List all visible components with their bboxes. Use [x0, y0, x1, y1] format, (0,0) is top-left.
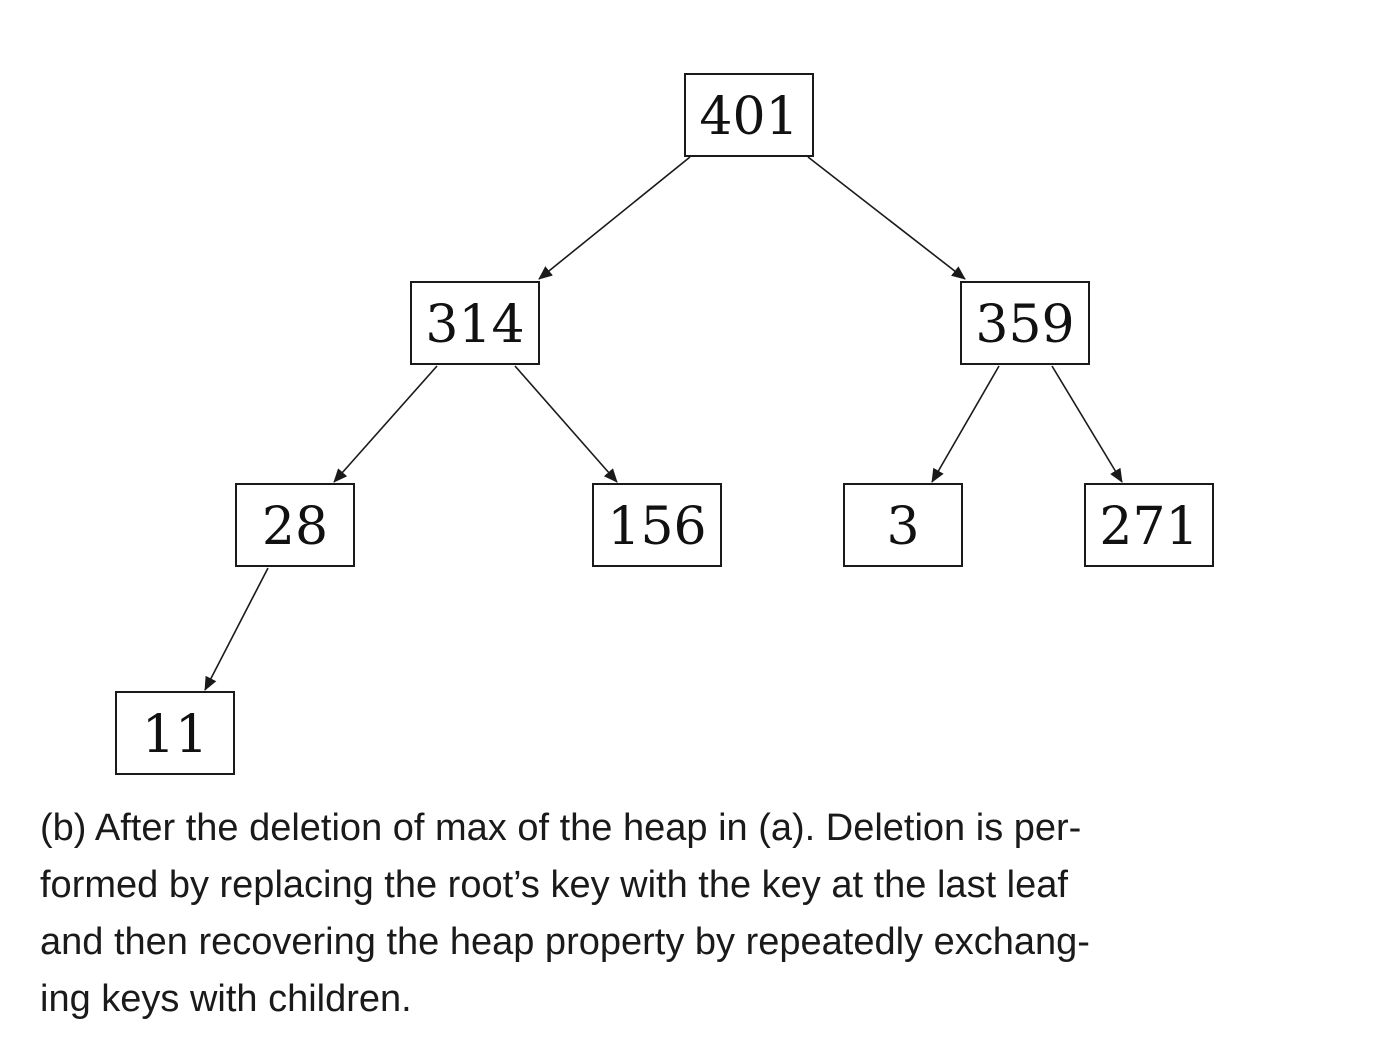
heap-node-401: 401	[684, 73, 814, 157]
heap-node-11: 11	[115, 691, 235, 775]
edge-arrow-359-to-271	[1051, 365, 1123, 483]
node-box	[592, 483, 722, 567]
heap-node-359: 359	[960, 281, 1090, 365]
heap-node-28: 28	[235, 483, 355, 567]
edge-arrow-359-to-3	[931, 365, 1000, 483]
node-key-label: 11	[142, 705, 208, 765]
node-box	[235, 483, 355, 567]
edge-arrow-401-to-359	[807, 156, 966, 280]
node-box	[684, 73, 814, 157]
heap-node-314: 314	[410, 281, 540, 365]
caption-line-2: formed by replacing the root’s key with …	[40, 864, 1068, 906]
tree-edges	[204, 156, 1123, 691]
node-key-label: 156	[607, 497, 706, 557]
node-box	[960, 281, 1090, 365]
heap-tree-diagram: 401 314 359 28 156 3 271 11	[115, 73, 1214, 775]
edge-arrow-314-to-156	[514, 365, 618, 483]
node-box	[843, 483, 963, 567]
node-box	[115, 691, 235, 775]
figure-caption: (b) After the deletion of max of the hea…	[40, 800, 1270, 1028]
node-box	[1084, 483, 1214, 567]
heap-node-156: 156	[592, 483, 722, 567]
edge-arrow-28-to-11	[204, 567, 269, 691]
node-key-label: 359	[975, 295, 1074, 355]
caption-line-3: and then recovering the heap property by…	[40, 921, 1090, 963]
node-key-label: 401	[699, 87, 798, 147]
tree-nodes: 401 314 359 28 156 3 271 11	[115, 73, 1214, 775]
node-key-label: 3	[886, 497, 919, 557]
edge-arrow-401-to-314	[538, 156, 691, 280]
edge-arrow-314-to-28	[333, 365, 438, 483]
node-box	[410, 281, 540, 365]
heap-node-271: 271	[1084, 483, 1214, 567]
caption-line-4: ing keys with children.	[40, 978, 412, 1020]
node-key-label: 314	[425, 295, 524, 355]
node-key-label: 271	[1099, 497, 1198, 557]
heap-node-3: 3	[843, 483, 963, 567]
node-key-label: 28	[262, 497, 328, 557]
caption-line-1: (b) After the deletion of max of the hea…	[40, 807, 1082, 849]
